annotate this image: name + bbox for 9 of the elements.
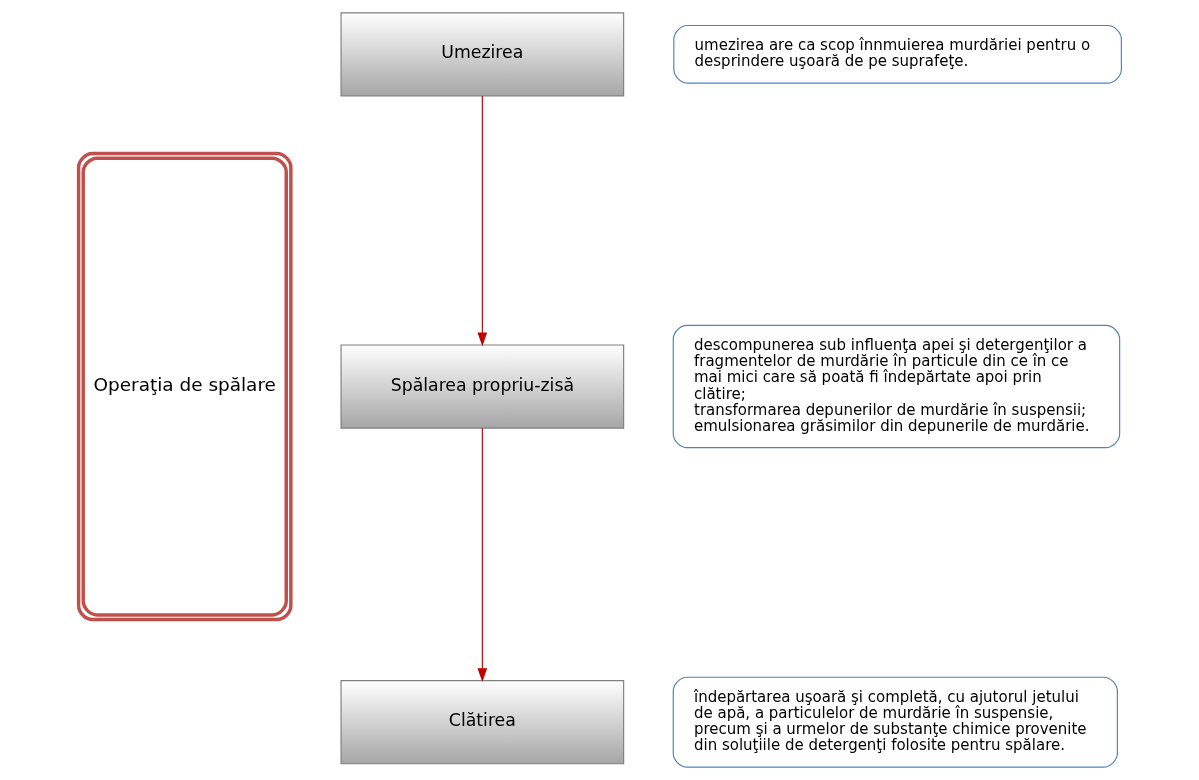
- node-box: Spălarea propriu-zisă: [339, 344, 624, 429]
- node-box: umezirea are ca scop înnmuierea murdăriei pentru o desprindere uşoară de pe suprafeţe.: [672, 24, 1122, 84]
- node-box: descompunerea sub influenţa apei şi detergenţilor a fragmentelor de murdărie în particule din ce în ce mai mici care să poată fi îndepărtate apoi prin clătire; transformarea depunerilor de murdărie în suspensii; emulsionarea grăsimilor din depunerile de murdărie.: [672, 324, 1120, 449]
- node-box: îndepărtarea uşoară şi completă, cu ajutorul jetului de apă, a particulelor de murdărie în suspensie, precum şi a urmelor de substanţe chimice provenite din soluţiile de detergenţi folosite pentru spălare.: [672, 676, 1118, 768]
- arrow: [477, 427, 487, 682]
- node-box: Operaţia de spălare: [76, 151, 293, 622]
- arrow: [477, 95, 487, 347]
- node-box: Clătirea: [339, 680, 624, 765]
- node-box: Umezirea: [339, 12, 624, 97]
